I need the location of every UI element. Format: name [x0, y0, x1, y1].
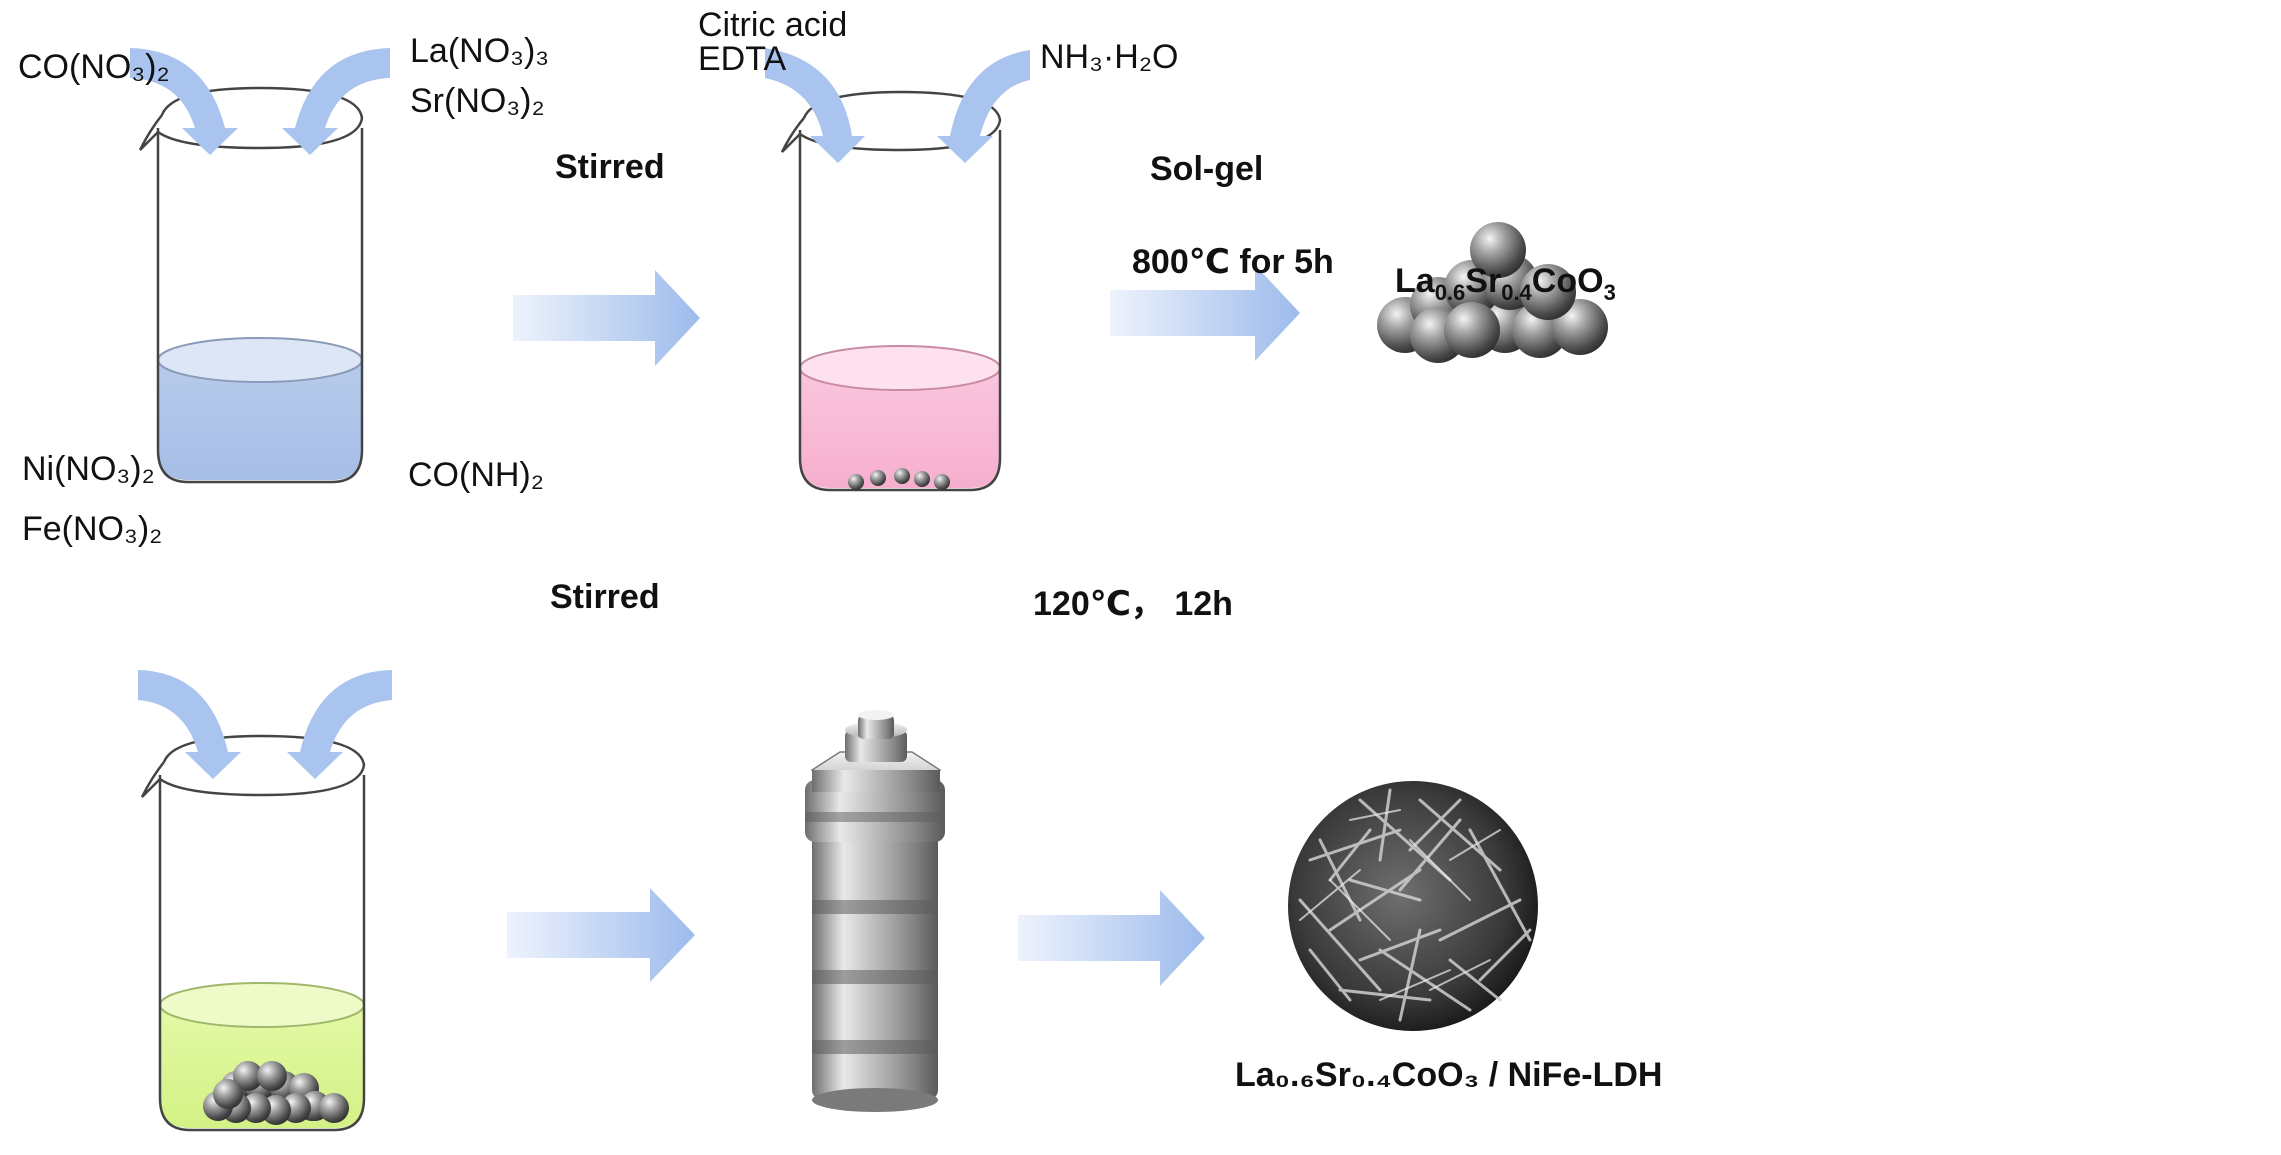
input-arrow-left-3	[138, 670, 241, 779]
precipitate-particles	[848, 468, 950, 490]
reagent-la-nitrate: La(NO₃)₃	[410, 32, 550, 70]
beaker-3	[140, 734, 366, 1132]
step-label-hydrothermal: 120℃， 12h	[1033, 585, 1233, 623]
flow-arrow-4	[1018, 890, 1205, 986]
input-arrow-right-2	[937, 50, 1030, 163]
reagent-citric-acid: Citric acid	[698, 6, 848, 44]
input-arrow-right-3	[287, 670, 392, 779]
input-arrow-left-1	[130, 48, 238, 155]
reagent-edta: EDTA	[698, 40, 787, 78]
step-label-sol-gel: Sol-gel	[1150, 150, 1264, 188]
input-arrow-left-2	[765, 48, 865, 163]
reagent-ammonia: NH₃·H₂O	[1040, 38, 1179, 76]
flow-arrow-2	[1110, 265, 1300, 361]
product-label-lsco: La0.6Sr0.4CoO3	[1395, 262, 1616, 305]
reagent-ni-nitrate: Ni(NO₃)₂	[22, 450, 155, 488]
precipitate-pile	[203, 1061, 349, 1125]
step-label-calcination: 800℃ for 5h	[1132, 243, 1334, 281]
reagent-co-nitrate: CO(NO₃)₂	[18, 48, 170, 86]
reagent-sr-nitrate: Sr(NO₃)₂	[410, 82, 545, 120]
step-label-stirred-2: Stirred	[550, 578, 660, 616]
reagent-fe-nitrate: Fe(NO₃)₂	[22, 510, 163, 548]
beaker-1	[138, 86, 364, 484]
reagent-urea: CO(NH)₂	[408, 456, 544, 494]
product-sphere	[1288, 781, 1538, 1031]
flow-arrow-1	[513, 270, 700, 366]
step-label-stirred-1: Stirred	[555, 148, 665, 186]
beaker-2	[780, 90, 1002, 492]
product-pile	[1377, 222, 1608, 363]
autoclave-reactor	[805, 710, 945, 1112]
flow-arrow-3	[507, 888, 695, 982]
input-arrow-right-1	[282, 48, 390, 155]
product-label-composite: La₀.₆Sr₀.₄CoO₃ / NiFe-LDH	[1235, 1056, 1663, 1094]
